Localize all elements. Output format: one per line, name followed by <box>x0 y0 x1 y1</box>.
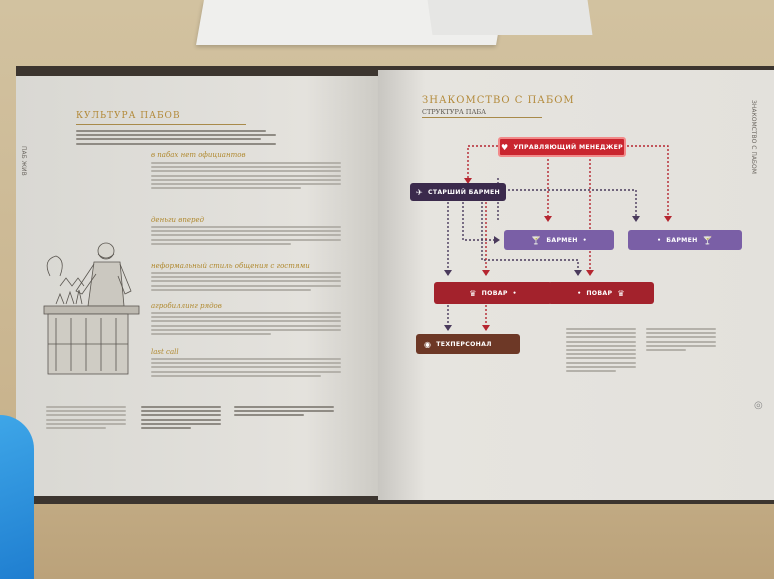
tech-staff-label: ТЕХПЕРСОНАЛ <box>436 340 492 348</box>
cocktail-icon: 🍸 <box>702 235 713 245</box>
right-title-rule <box>422 117 542 118</box>
paragraph-3 <box>151 272 341 293</box>
right-text-col-1 <box>566 328 636 374</box>
footnote-col-1 <box>46 406 126 431</box>
right-section-title: ЗНАКОМСТВО С ПАБОМ <box>422 95 575 106</box>
bartender-box-2: • БАРМЕН 🍸 <box>628 230 742 250</box>
heading-rows: агробиллинг рядов <box>151 302 222 310</box>
bartender-box-1: 🍸 БАРМЕН • <box>504 230 614 250</box>
chef-hat-icon: ♛ <box>617 288 625 298</box>
left-title-rule <box>76 124 246 125</box>
heading-informal-style: неформальный стиль общения с гостями <box>151 262 310 270</box>
manager-label: УПРАВЛЯЮЩИЙ МЕНЕДЖЕР <box>513 143 623 151</box>
cook-box-1: ♛ ПОВАР • <box>434 282 552 304</box>
bartender-2-label: БАРМЕН <box>666 236 698 244</box>
connector-dot-icon: • <box>657 236 662 244</box>
cook-box-2: • ПОВАР ♛ <box>548 282 654 304</box>
paragraph-4 <box>151 312 341 337</box>
right-side-label: ЗНАКОМСТВО С ПАБОМ <box>750 100 757 174</box>
paragraph-5 <box>151 358 341 379</box>
bartender-engraving <box>43 242 140 375</box>
connector-dot-icon: • <box>582 236 587 244</box>
right-section-subtitle: СТРУКТУРА ПАБА <box>422 108 487 116</box>
heart-icon: ♥ <box>501 142 509 152</box>
left-intro-text <box>76 130 276 147</box>
heading-last-call: last call <box>151 348 179 356</box>
blue-corner-decoration <box>0 415 34 579</box>
manager-box: ♥ УПРАВЛЯЮЩИЙ МЕНЕДЖЕР <box>498 137 626 157</box>
paragraph-2 <box>151 226 341 247</box>
right-page: ЗНАКОМСТВО С ПАБОМ ЗНАКОМСТВО С ПАБОМ СТ… <box>378 70 774 500</box>
footnote-col-2 <box>141 406 221 431</box>
running-person-icon: ✈ <box>415 187 423 197</box>
connector-dot-icon: • <box>512 289 517 297</box>
right-text-col-2 <box>646 328 716 353</box>
senior-bartender-box: ✈ СТАРШИЙ БАРМЕН <box>410 183 506 201</box>
tech-staff-box: ◉ ТЕХПЕРСОНАЛ <box>416 334 520 354</box>
left-side-label: ПАБ ЖИВ <box>20 146 27 176</box>
paragraph-1 <box>151 162 341 191</box>
page-footer-logo: ◎ <box>754 400 763 411</box>
heading-no-waiters: в пабах нет официантов <box>151 151 246 159</box>
cook-2-label: ПОВАР <box>586 289 613 297</box>
bartender-1-label: БАРМЕН <box>546 236 578 244</box>
senior-bartender-label: СТАРШИЙ БАРМЕН <box>427 188 501 196</box>
cook-1-label: ПОВАР <box>481 289 508 297</box>
plate-icon: ◉ <box>424 339 432 349</box>
connector-dot-icon: • <box>577 289 582 297</box>
footnote-col-3 <box>234 406 334 419</box>
left-page: ПАБ ЖИВ КУЛЬТУРА ПАБОВ в пабах нет офици… <box>16 76 378 496</box>
cocktail-icon: 🍸 <box>531 235 542 245</box>
chef-hat-icon: ♛ <box>469 288 477 298</box>
heading-money-first: деньги вперед <box>151 216 205 224</box>
left-section-title: КУЛЬТУРА ПАБОВ <box>76 111 181 121</box>
paper-stack-2 <box>427 0 593 35</box>
